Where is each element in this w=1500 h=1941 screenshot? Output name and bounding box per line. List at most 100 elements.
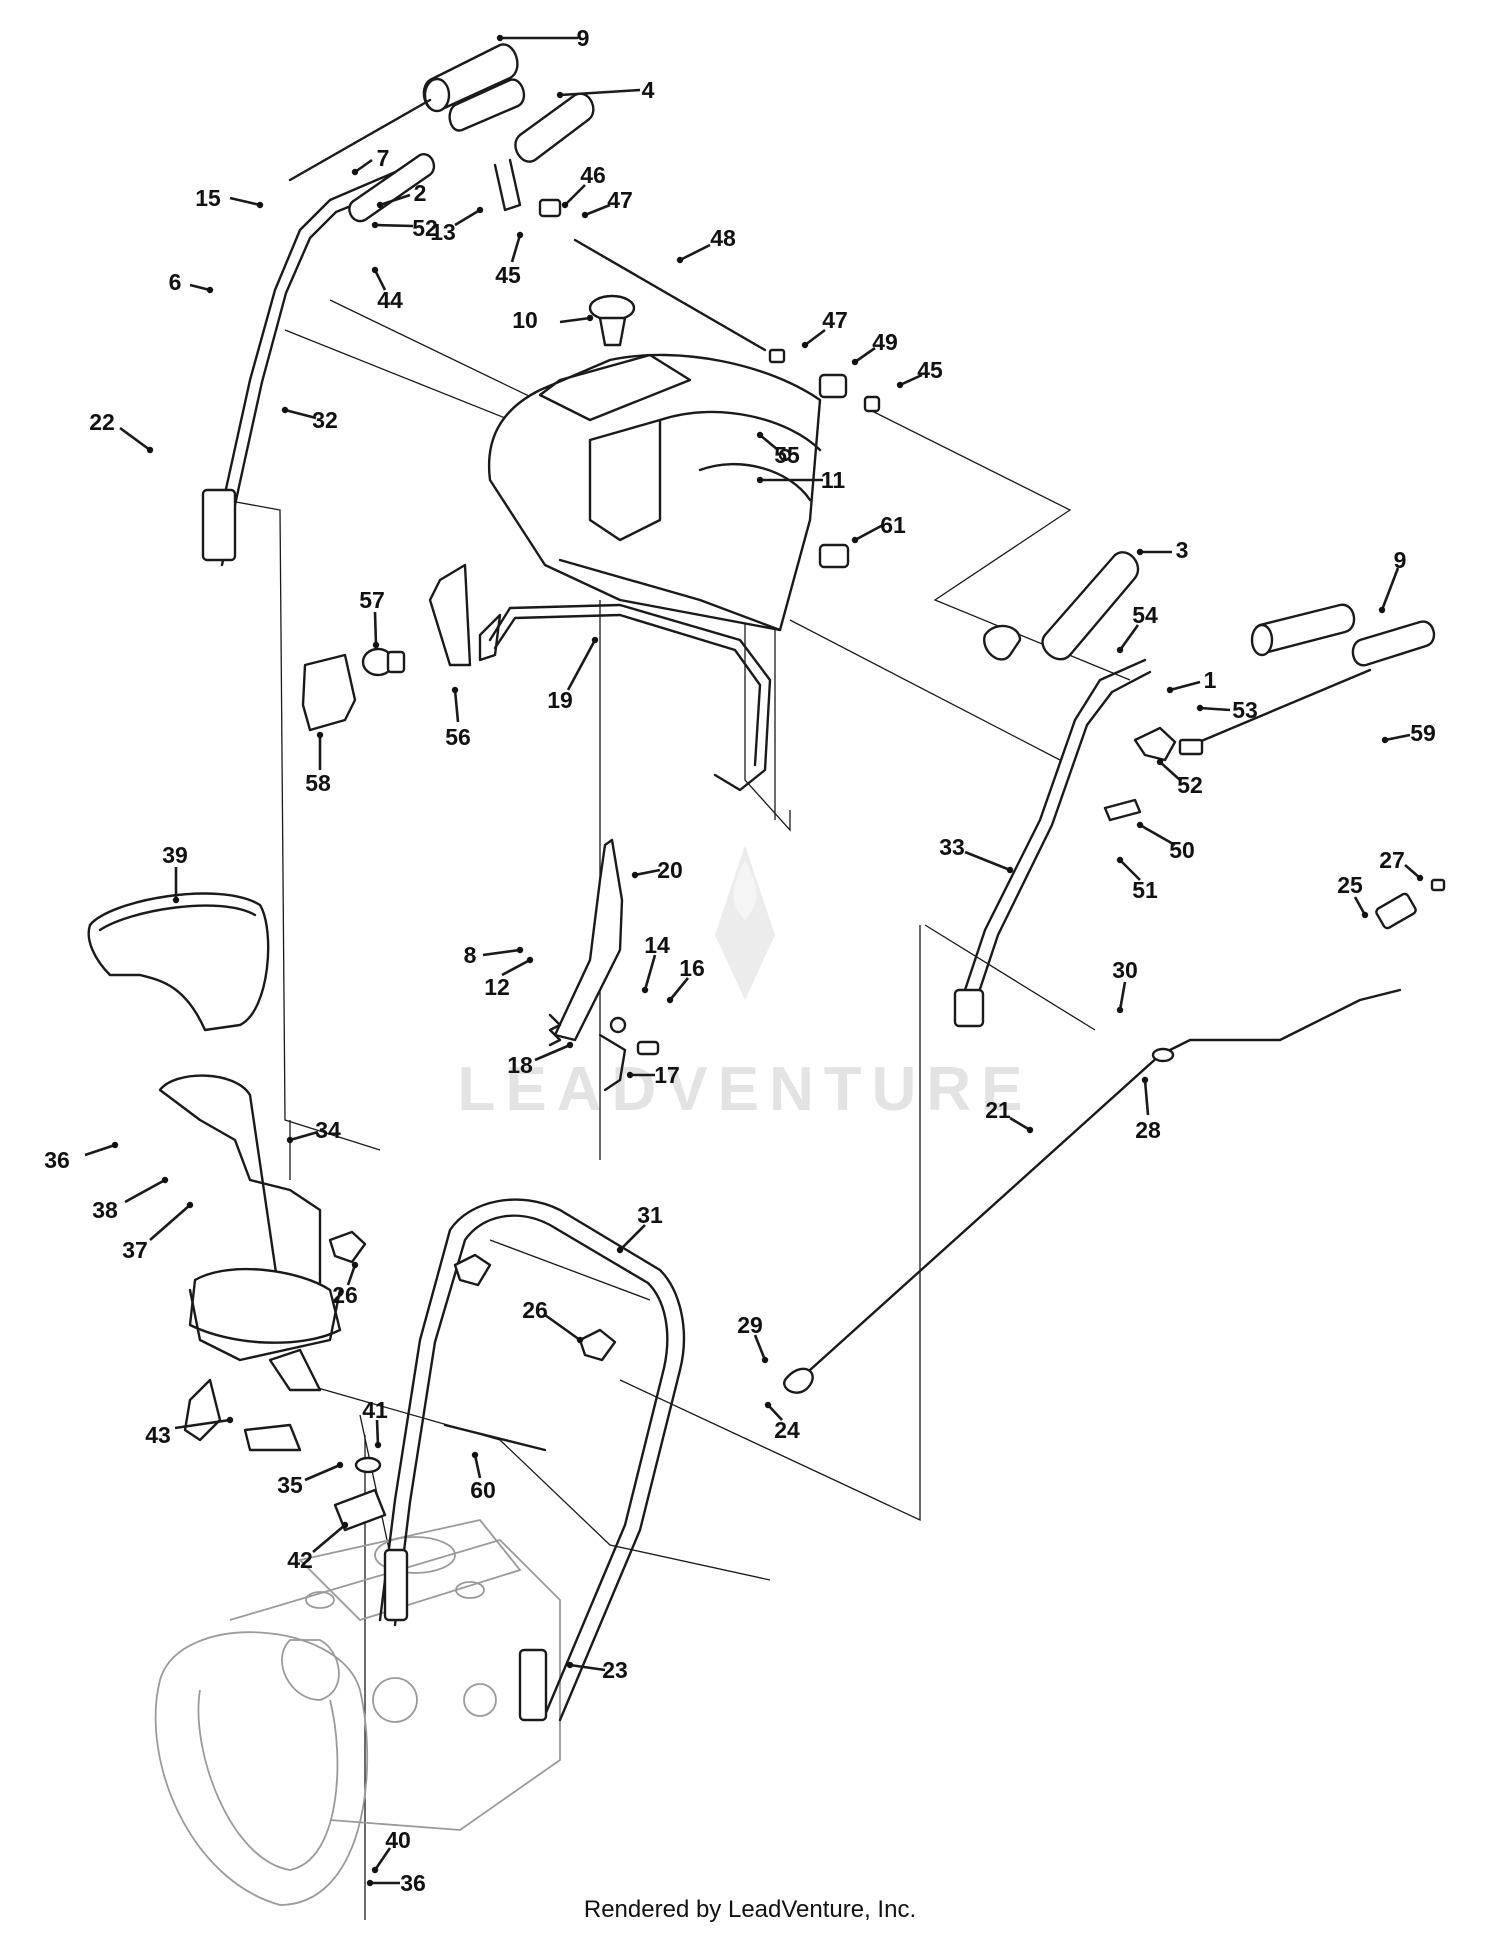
callout-label: 44 [377,287,403,313]
callout-arrowhead [206,286,214,294]
callout-arrowhead [281,406,289,414]
callout-13: 13 [430,206,484,245]
callout-label: 49 [872,329,898,355]
callout-arrowhead [641,986,649,994]
plate-50 [1103,798,1142,822]
callout-arrowhead [756,431,764,439]
callout-label: 26 [522,1297,548,1323]
callout-39: 39 [162,842,188,904]
callout-arrowhead [1156,758,1164,766]
callout-54: 54 [1116,602,1158,654]
callout-label: 45 [917,357,943,383]
callout-leader [373,1847,392,1871]
shift-bracket-19 [478,603,772,792]
callout-arrowhead [801,341,809,349]
callout-label: 37 [122,1237,148,1263]
callout-leader [124,1178,166,1204]
callout-42: 42 [287,1521,349,1573]
callout-18: 18 [507,1041,574,1078]
callout-leader [289,1130,319,1142]
callout-label: 43 [145,1422,171,1448]
callout-label: 45 [495,262,521,288]
auger-housing [154,1518,561,1906]
callout-leader [767,1404,783,1421]
callout-55: 55 [756,431,800,468]
callout-leader [174,1418,231,1430]
callout-arrowhead [351,1261,359,1269]
callout-label: 15 [195,185,221,211]
callout-label: 11 [821,467,846,493]
callout-leader [1404,864,1421,879]
callout-leader [354,158,373,174]
callout-48: 48 [676,225,736,264]
callout-label: 24 [774,1417,800,1443]
callout-51: 51 [1116,856,1158,903]
callout-leader [1139,823,1176,847]
callout-61: 61 [851,512,906,544]
callout-leader [1143,1079,1150,1116]
callout-arrowhead [286,1136,294,1144]
callout-label: 39 [162,842,188,868]
callout-label: 9 [577,25,590,51]
callout-leader [854,346,876,364]
callout-leader [304,1463,341,1482]
callout-22: 22 [89,409,154,454]
lamp-bracket-56 [428,563,472,667]
bulb-57 [361,647,406,677]
knob-26-b [578,1328,617,1362]
callout-17: 17 [626,1062,680,1088]
callout-arrowhead [851,536,859,544]
callout-arrowhead [666,996,674,1004]
callout-19: 19 [547,636,599,713]
callout-leader [510,234,522,263]
callout-arrowhead [1006,866,1014,874]
callout-leader [1118,981,1127,1011]
callout-label: 22 [89,409,115,435]
control-rod-48 [538,198,881,413]
callout-40: 40 [371,1827,411,1874]
callout-45: 45 [896,357,943,389]
callout-37: 37 [122,1201,194,1263]
callout-1: 1 [1166,667,1217,694]
callout-label: 18 [507,1052,533,1078]
callout-6: 6 [169,269,214,295]
spring-12 [548,1013,562,1047]
callout-leader [482,948,521,957]
callout-arrowhead [256,201,264,209]
callout-label: 7 [377,145,390,171]
callout-label: 40 [385,1827,411,1853]
callout-leader [854,523,884,542]
callout-leader [84,1143,116,1157]
callout-24: 24 [764,1401,800,1443]
callout-14: 14 [641,932,670,994]
callout-leader [453,689,460,723]
callout-36: 36 [44,1141,119,1173]
callout-leader [1199,706,1231,712]
callout-label: 27 [1379,847,1405,873]
callout-label: 23 [602,1657,628,1683]
callout-label: 3 [1176,537,1189,563]
callout-label: 4 [642,77,655,103]
callout-arrowhead [1416,874,1424,882]
lower-handle-31 [378,1198,686,1722]
callout-43: 43 [145,1416,234,1448]
chute-34 [158,1074,342,1362]
callout-arrowhead [761,1356,769,1364]
callout-leader [373,611,378,646]
callout-label: 36 [44,1147,70,1173]
callout-label: 30 [1112,957,1138,983]
callout-arrowhead [146,446,154,454]
grip-9b [448,78,526,132]
callout-15: 15 [195,185,264,211]
callout-36: 36 [366,1870,426,1896]
dash-panel [487,353,850,632]
lever-20 [553,838,660,1056]
callout-label: 9 [1394,547,1407,573]
callout-label: 60 [470,1477,496,1503]
right-upper-handle [953,658,1152,1028]
callout-arrowhead [336,1461,344,1469]
callout-46: 46 [561,162,606,209]
callout-label: 6 [169,269,182,295]
grip-9-right [1178,603,1436,756]
lamp-58 [301,653,357,732]
